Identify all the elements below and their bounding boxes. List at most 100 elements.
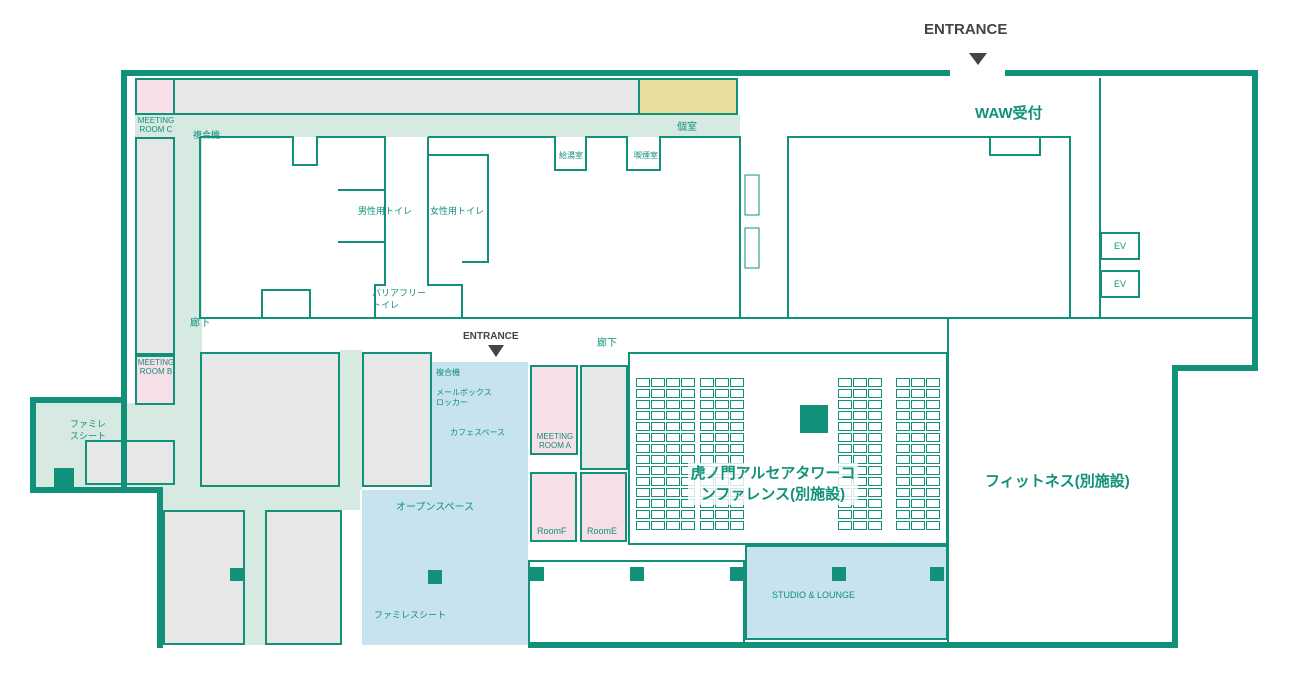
desk	[926, 521, 940, 530]
family-seat-bottom-label: ファミレスシート	[374, 610, 447, 620]
desk	[911, 499, 925, 508]
meeting-room-a-label: MEETING ROOM A	[536, 432, 574, 450]
desk	[868, 488, 882, 497]
conference-label: 虎ノ門アルセアタワーコンファレンス(別施設)	[688, 463, 858, 505]
desk	[896, 411, 910, 420]
desk	[730, 444, 744, 453]
desk	[636, 378, 650, 387]
room-e	[580, 472, 627, 542]
mens-toilet-label: 男性用トイレ	[358, 206, 413, 216]
desk	[666, 488, 680, 497]
offices-left-column	[135, 137, 175, 355]
desk	[838, 433, 852, 442]
room-f-label: RoomF	[537, 526, 567, 536]
desk	[700, 433, 714, 442]
room-f	[530, 472, 577, 542]
desk	[666, 378, 680, 387]
mailbox-locker-label: メールボックスロッカー	[436, 388, 492, 407]
desk	[838, 510, 852, 519]
office-lower-b	[265, 510, 342, 645]
desk	[636, 433, 650, 442]
desk	[926, 400, 940, 409]
desk	[715, 411, 729, 420]
desk	[896, 499, 910, 508]
desk	[636, 466, 650, 475]
desk	[868, 521, 882, 530]
desk	[715, 378, 729, 387]
desk	[838, 411, 852, 420]
desk	[838, 444, 852, 453]
desk	[926, 433, 940, 442]
desk	[730, 400, 744, 409]
desk	[681, 422, 695, 431]
kitchenette-label: 給湯室	[559, 151, 583, 160]
desk	[896, 378, 910, 387]
desk	[700, 378, 714, 387]
desk	[651, 510, 665, 519]
desk	[651, 422, 665, 431]
desk	[666, 510, 680, 519]
desk	[868, 422, 882, 431]
desk	[911, 488, 925, 497]
desk	[636, 400, 650, 409]
desk	[911, 389, 925, 398]
open-space	[362, 490, 528, 645]
desk	[838, 400, 852, 409]
desk	[853, 389, 867, 398]
desk	[651, 499, 665, 508]
desk	[838, 422, 852, 431]
desk	[715, 510, 729, 519]
desk	[911, 510, 925, 519]
desk	[896, 477, 910, 486]
desk	[636, 389, 650, 398]
private-rooms	[638, 78, 738, 115]
desk	[681, 411, 695, 420]
desk	[681, 444, 695, 453]
desk	[868, 444, 882, 453]
desk	[730, 389, 744, 398]
desk	[896, 444, 910, 453]
desk	[730, 433, 744, 442]
desk	[868, 378, 882, 387]
office-grid-b	[362, 352, 432, 487]
private-rooms-label: 個室	[677, 122, 697, 133]
desk	[715, 400, 729, 409]
desk	[926, 488, 940, 497]
desk	[715, 422, 729, 431]
meeting-room-c-label: MEETING ROOM C	[137, 116, 175, 134]
desk	[896, 488, 910, 497]
desk	[853, 444, 867, 453]
desk	[681, 521, 695, 530]
family-seat-booths	[85, 440, 175, 485]
desk	[868, 411, 882, 420]
desk	[715, 521, 729, 530]
office-grid-a	[200, 352, 340, 487]
desk	[926, 455, 940, 464]
corridor-lower	[160, 487, 360, 510]
desk	[853, 411, 867, 420]
desk	[926, 466, 940, 475]
desk	[868, 389, 882, 398]
desk	[868, 477, 882, 486]
desk	[666, 400, 680, 409]
desk	[911, 411, 925, 420]
desk	[651, 433, 665, 442]
desk	[868, 455, 882, 464]
desk	[651, 378, 665, 387]
meeting-room-a	[530, 365, 578, 455]
studio-lounge-label: STUDIO & LOUNGE	[772, 590, 856, 600]
desk	[730, 521, 744, 530]
copier-top-label: 複合機	[193, 130, 221, 140]
desk	[636, 444, 650, 453]
corridor-top	[135, 115, 740, 137]
corridor-vertical-a	[245, 510, 265, 645]
corridor-left	[175, 135, 202, 510]
desk	[911, 466, 925, 475]
fitness-label: フィットネス(別施設)	[985, 473, 1130, 490]
desk	[896, 400, 910, 409]
desk	[730, 411, 744, 420]
desk	[868, 433, 882, 442]
desk	[868, 499, 882, 508]
desk	[853, 433, 867, 442]
